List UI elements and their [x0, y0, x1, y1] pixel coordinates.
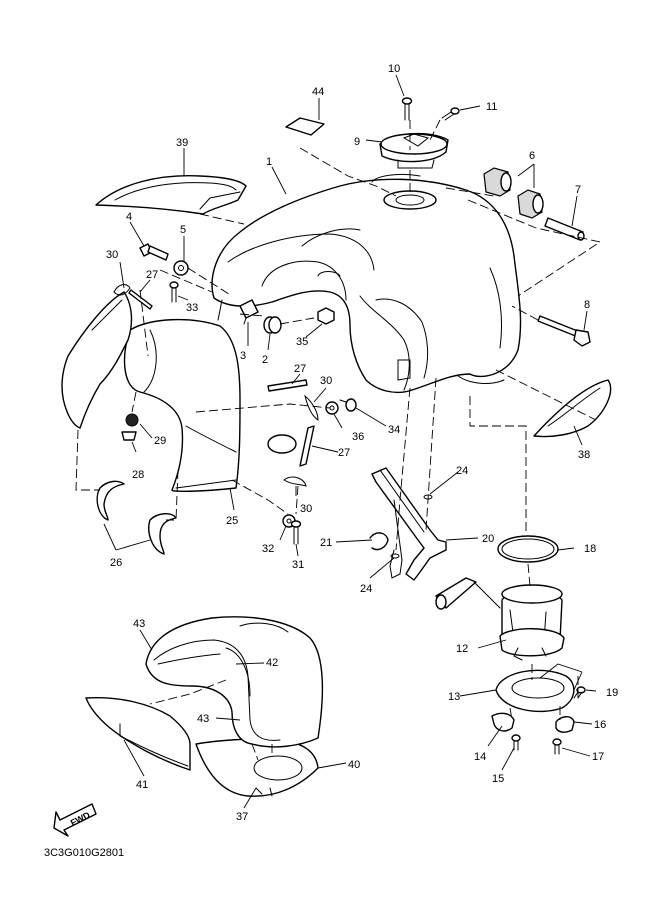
nut-part-35 [317, 307, 335, 325]
clamp-part-21 [369, 532, 389, 551]
callout-17: 17 [592, 751, 604, 763]
strip-part-27-left [128, 289, 153, 310]
callout-36: 36 [352, 431, 364, 443]
callout-43-lower: 43 [197, 713, 209, 725]
forward-arrow-icon: FWD [53, 803, 97, 837]
callout-21: 21 [320, 537, 332, 549]
washer-part-5 [173, 260, 189, 276]
callout-26: 26 [110, 557, 122, 569]
callout-30-middle: 30 [320, 375, 332, 387]
callout-37: 37 [236, 811, 248, 823]
clip-part-30-left [113, 284, 131, 296]
callout-28: 28 [132, 469, 144, 481]
callout-13: 13 [448, 691, 460, 703]
bolt-part-4 [139, 243, 169, 261]
gasket-part-13 [495, 669, 575, 713]
callout-12: 12 [456, 643, 468, 655]
strip-part-27-middle [267, 379, 308, 392]
callout-labels: 1 2 3 4 5 6 7 8 9 10 11 12 13 14 15 16 1… [106, 63, 618, 823]
o-ring-inner [501, 538, 555, 560]
callout-30-lower: 30 [300, 503, 312, 515]
tank-cover-part-39 [95, 175, 247, 215]
callout-42: 42 [266, 657, 278, 669]
screw-part-19 [573, 686, 586, 699]
collar-part-28 [121, 431, 137, 441]
callout-34: 34 [388, 424, 400, 436]
fuel-pump-part-12 [435, 577, 565, 661]
callout-31: 31 [292, 559, 304, 571]
drawing-code: 3C3G010G2801 [44, 847, 124, 859]
callout-33: 33 [186, 302, 198, 314]
callout-27-left: 27 [146, 269, 158, 281]
lower-cover-part-42 [145, 616, 324, 748]
clamp-part-14 [491, 712, 515, 732]
callout-43-upper: 43 [133, 618, 145, 630]
callout-39: 39 [176, 137, 188, 149]
callout-8: 8 [584, 299, 590, 311]
side-cover-part-25 [123, 318, 297, 493]
screw-part-17 [552, 738, 562, 755]
callout-24-upper: 24 [456, 465, 468, 477]
callout-1: 1 [266, 156, 272, 168]
bolt-part-10 [401, 97, 413, 121]
screw-part-15 [511, 734, 521, 751]
callout-20: 20 [482, 533, 494, 545]
callout-3: 3 [240, 350, 246, 362]
callout-18: 18 [584, 543, 596, 555]
filler-cap-part-9 [379, 132, 449, 169]
callout-27-lower: 27 [338, 447, 350, 459]
bolt-part-34 [339, 398, 357, 412]
clip-part-26 [96, 480, 177, 555]
callout-25: 25 [226, 515, 238, 527]
callout-6: 6 [529, 150, 535, 162]
callout-27-middle: 27 [294, 363, 306, 375]
callout-11: 11 [486, 101, 497, 113]
bolt-part-8 [537, 315, 591, 347]
callout-24-lower: 24 [360, 583, 372, 595]
collar-part-7 [544, 217, 585, 241]
grommet-part-29 [125, 413, 139, 427]
side-cover-flap [61, 291, 133, 429]
callout-41: 41 [136, 779, 148, 791]
strip-part-27-vertical [299, 425, 315, 467]
callout-15: 15 [492, 773, 504, 785]
callout-44: 44 [312, 86, 324, 98]
callout-30-left: 30 [106, 249, 118, 261]
bolt-part-33 [169, 281, 179, 303]
fuel-tank-part-1 [211, 173, 522, 394]
grommet-part-2 [263, 316, 282, 334]
callout-38: 38 [578, 449, 590, 461]
callout-32: 32 [262, 543, 274, 555]
callout-19: 19 [606, 687, 618, 699]
callout-14: 14 [474, 751, 486, 763]
clamp-part-16 [555, 716, 575, 733]
hose-part-20 [371, 467, 447, 581]
side-plate-part-41 [85, 696, 191, 771]
callout-10: 10 [388, 63, 400, 75]
callout-29: 29 [154, 435, 166, 447]
bolt-part-31 [290, 520, 302, 545]
callout-35: 35 [296, 336, 308, 348]
damper-part-6 [483, 167, 544, 219]
callout-9: 9 [354, 136, 360, 148]
callout-5: 5 [180, 224, 186, 236]
callout-4: 4 [126, 211, 132, 223]
bolt-part-11 [441, 107, 460, 121]
label-part-44 [285, 117, 325, 136]
callout-40: 40 [348, 759, 360, 771]
bottom-cover-part-40 [195, 738, 319, 797]
o-ring-part-18 [497, 535, 559, 563]
clip-part-30-lower [283, 476, 307, 487]
callout-16: 16 [594, 719, 606, 731]
callout-7: 7 [575, 184, 581, 196]
assembly-dash-lines [75, 119, 602, 761]
bracket-part-3 [239, 299, 259, 325]
leader-lines [103, 74, 597, 809]
clamp-part-24-lower [390, 553, 400, 559]
callout-2: 2 [262, 354, 268, 366]
